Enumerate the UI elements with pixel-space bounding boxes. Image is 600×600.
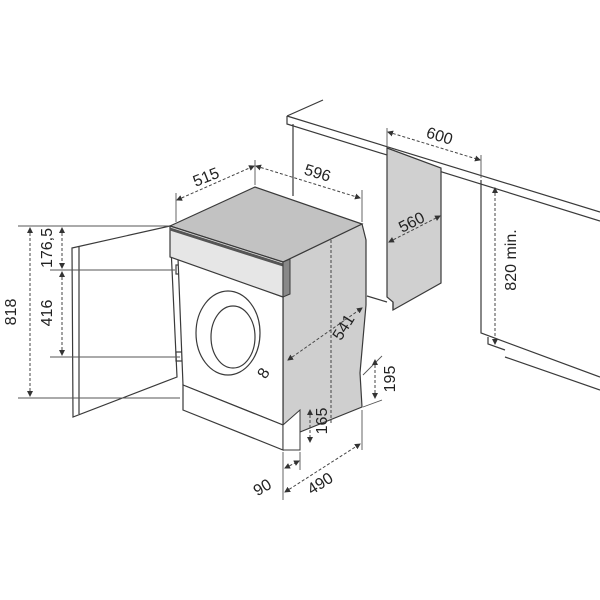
label-plinth-recess-height: 195 bbox=[382, 366, 399, 393]
label-door-height: 818 bbox=[3, 299, 20, 326]
label-hinge-top-offset: 176,5 bbox=[39, 228, 56, 268]
cabinet-base-line bbox=[366, 295, 394, 310]
label-plinth-offset: 90 bbox=[251, 476, 275, 500]
dimension-lines bbox=[18, 128, 498, 500]
label-machine-width: 596 bbox=[302, 162, 333, 186]
niche-floor-line bbox=[487, 337, 600, 391]
label-plinth-height: 165 bbox=[314, 408, 331, 435]
washing-machine bbox=[168, 186, 367, 451]
label-plinth-depth: 490 bbox=[305, 470, 337, 499]
countertop-side-edge bbox=[286, 99, 324, 117]
niche-right-edge bbox=[480, 180, 600, 378]
label-niche-width: 600 bbox=[424, 125, 455, 149]
furniture-door bbox=[71, 225, 183, 418]
label-machine-depth: 515 bbox=[191, 165, 222, 191]
hinge-bottom bbox=[175, 351, 183, 362]
label-hinge-spacing: 416 bbox=[39, 300, 56, 327]
dimension-labels: 818 176,5 416 515 596 600 560 820 min. 5… bbox=[3, 125, 520, 500]
label-niche-height: 820 min. bbox=[503, 229, 520, 290]
porthole-inner bbox=[210, 305, 256, 369]
